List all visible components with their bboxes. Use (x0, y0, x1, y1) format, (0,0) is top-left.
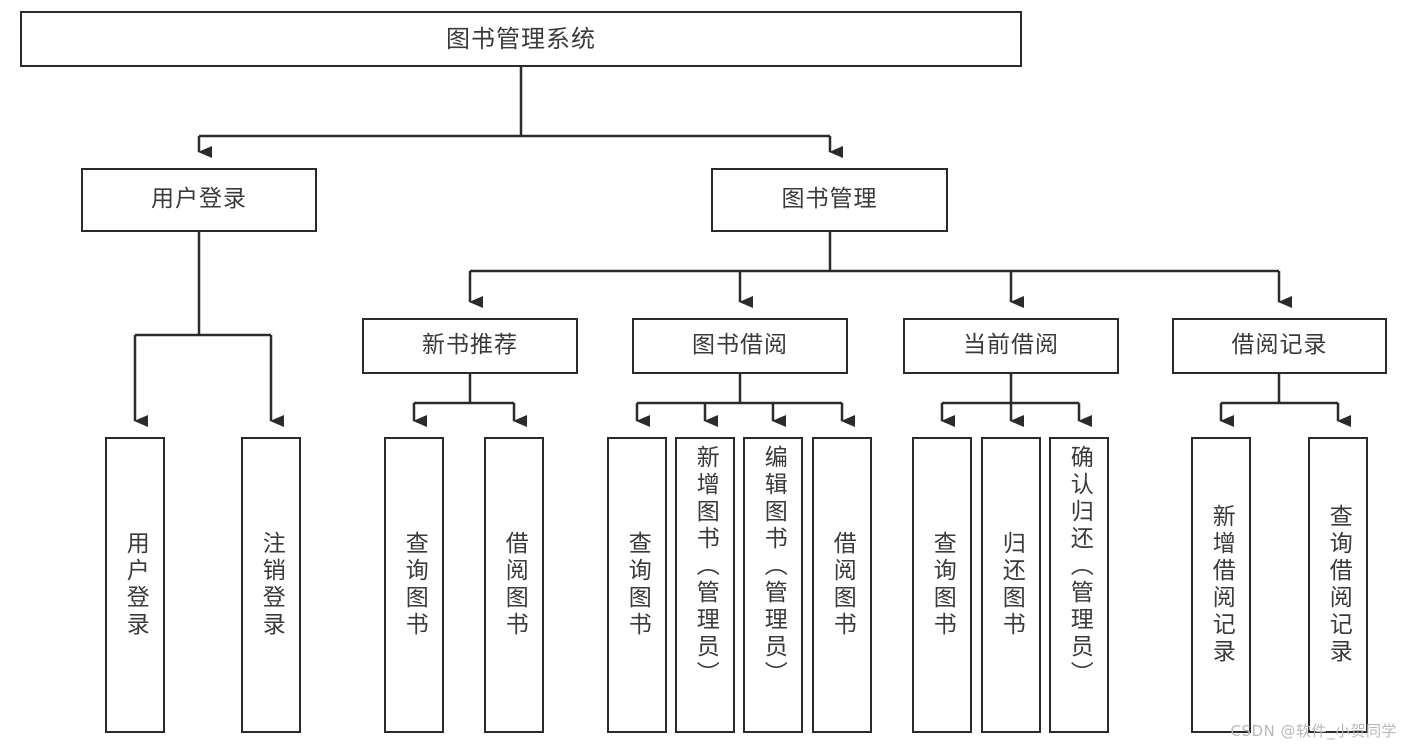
watermark-text: CSDN @软件_小贺同学 (1230, 722, 1397, 740)
leaf-query-book-current[interactable]: 查询图书 (912, 437, 972, 733)
leaf-borrow-book[interactable]: 借阅图书 (812, 437, 872, 733)
leaf-label: 确认归还（管理员） (1066, 445, 1093, 688)
node-label: 图书管理 (781, 186, 878, 213)
node-user-login[interactable]: 用户登录 (81, 168, 317, 232)
leaf-edit-book-admin[interactable]: 编辑图书（管理员） (743, 437, 803, 733)
node-label: 图书管理系统 (446, 24, 596, 53)
leaf-add-borrow-record[interactable]: 新增借阅记录 (1191, 437, 1251, 733)
leaf-label: 查询图书 (929, 531, 956, 639)
leaf-return-book[interactable]: 归还图书 (981, 437, 1041, 733)
leaf-query-book-recommend[interactable]: 查询图书 (384, 437, 444, 733)
node-book-borrow[interactable]: 图书借阅 (632, 318, 848, 374)
node-book-management[interactable]: 图书管理 (711, 168, 948, 232)
leaf-label: 归还图书 (998, 531, 1025, 639)
leaf-label: 新增借阅记录 (1208, 504, 1235, 666)
leaf-label: 注销登录 (258, 531, 285, 639)
node-label: 新书推荐 (422, 332, 518, 359)
leaf-query-book-borrow[interactable]: 查询图书 (607, 437, 667, 733)
leaf-label: 查询图书 (624, 531, 651, 639)
leaf-query-borrow-record[interactable]: 查询借阅记录 (1308, 437, 1368, 733)
node-new-book-recommend[interactable]: 新书推荐 (362, 318, 578, 374)
leaf-label: 借阅图书 (829, 531, 856, 639)
leaf-logout[interactable]: 注销登录 (241, 437, 301, 733)
leaf-label: 查询图书 (401, 531, 428, 639)
leaf-label: 新增图书（管理员） (692, 445, 719, 688)
node-label: 图书借阅 (692, 332, 788, 359)
node-borrow-record[interactable]: 借阅记录 (1172, 318, 1387, 374)
node-current-borrow[interactable]: 当前借阅 (903, 318, 1119, 374)
leaf-label: 用户登录 (122, 531, 149, 639)
leaf-label: 编辑图书（管理员） (760, 445, 787, 688)
node-label: 借阅记录 (1231, 332, 1328, 359)
leaf-label: 查询借阅记录 (1325, 504, 1352, 666)
leaf-confirm-return-admin[interactable]: 确认归还（管理员） (1049, 437, 1109, 733)
leaf-user-login[interactable]: 用户登录 (105, 437, 165, 733)
leaf-borrow-book-recommend[interactable]: 借阅图书 (484, 437, 544, 733)
leaf-label: 借阅图书 (501, 531, 528, 639)
node-root-system[interactable]: 图书管理系统 (20, 11, 1022, 67)
node-label: 用户登录 (151, 186, 247, 213)
node-label: 当前借阅 (963, 332, 1059, 359)
leaf-add-book-admin[interactable]: 新增图书（管理员） (675, 437, 735, 733)
